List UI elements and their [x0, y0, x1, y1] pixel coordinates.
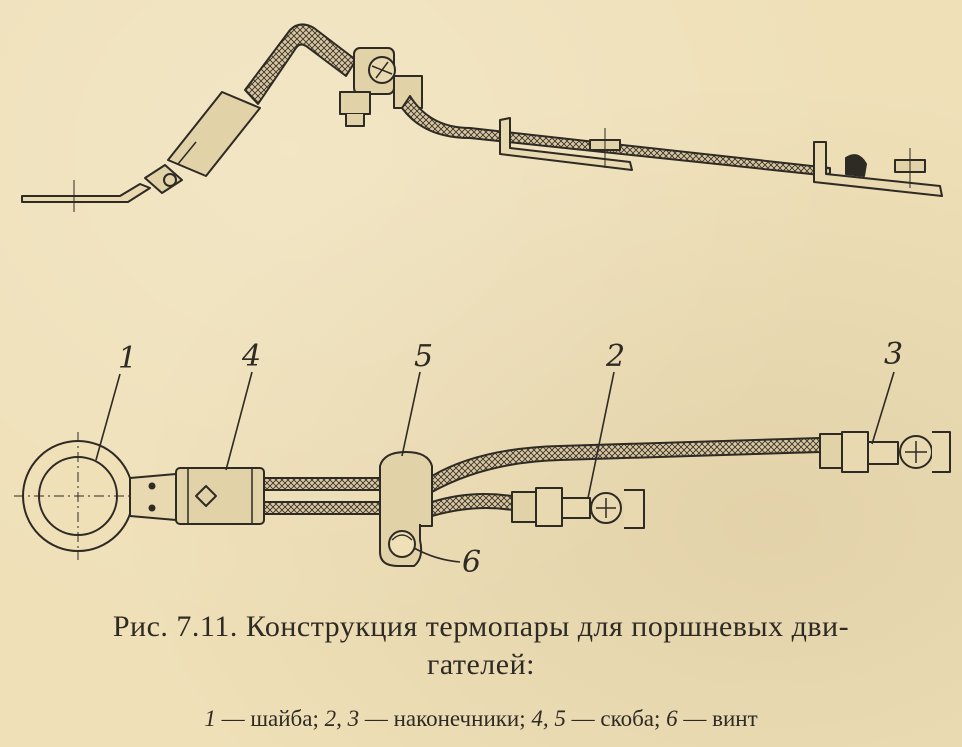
side-lug-plate [21, 183, 151, 203]
side-sleeve [167, 91, 261, 177]
side-view-drawing [21, 23, 943, 212]
side-bracket-a [499, 117, 633, 171]
side-cable-rising [244, 23, 357, 105]
leader-2 [587, 371, 615, 499]
callout-3: 3 [884, 337, 904, 372]
legend-num-3: 4, 5 [531, 706, 566, 731]
legend-text-2: — наконечники; [359, 706, 532, 731]
callout-5: 5 [414, 339, 434, 374]
callout-2: 2 [606, 339, 626, 374]
sleeve-4 [175, 467, 265, 525]
tip-2 [511, 487, 645, 529]
leader-4 [225, 371, 253, 471]
twin-cable [263, 477, 385, 491]
leader-6 [413, 547, 461, 563]
leader-1 [95, 373, 121, 461]
figure-caption: Рис. 7.11. Конструкция термопары для пор… [0, 608, 962, 684]
legend-num-2: 2, 3 [324, 706, 360, 731]
legend-num-1: 1 [204, 706, 216, 731]
legend-text-4: — винт [677, 706, 758, 731]
lead-to-tip-3 [431, 437, 821, 493]
figure-legend: 1 — шайба; 2, 3 — наконечники; 4, 5 — ск… [0, 705, 962, 733]
callout-4: 4 [242, 339, 262, 374]
caption-line-1: Рис. 7.11. Конструкция термопары для пор… [112, 610, 850, 643]
tip-3 [819, 431, 951, 473]
leader-5 [401, 371, 421, 457]
legend-text-1: — шайба; [215, 706, 325, 731]
clamp-5 [379, 451, 433, 527]
legend-text-3: — скоба; [565, 706, 667, 731]
caption-line-2: гателей: [427, 648, 535, 681]
legend-num-4: 6 [666, 706, 678, 731]
plan-view-drawing [14, 371, 951, 567]
side-bracket-b [813, 141, 943, 197]
lead-to-tip-2 [431, 493, 513, 517]
leader-3 [871, 371, 895, 445]
callout-1: 1 [118, 341, 138, 376]
callout-6: 6 [462, 545, 482, 580]
